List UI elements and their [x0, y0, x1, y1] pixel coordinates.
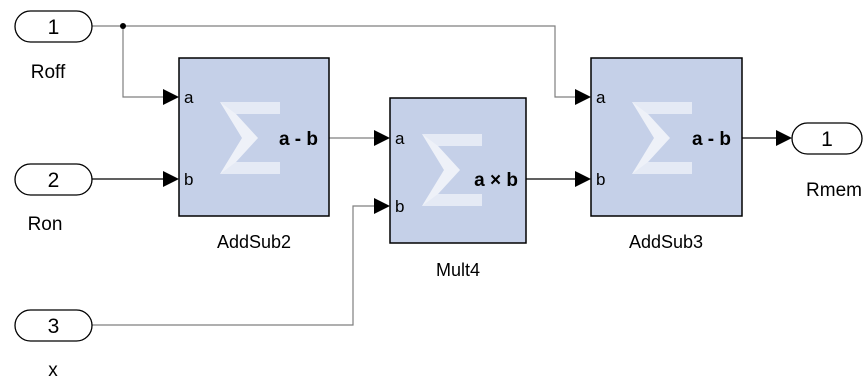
block-addsub2-operation: a - b: [279, 129, 318, 150]
block-mult4[interactable]: a b a × b Mult4: [389, 97, 527, 280]
block-mult4-operation: a × b: [474, 170, 518, 191]
block-addsub3-name: AddSub3: [629, 232, 703, 252]
block-addsub2[interactable]: a b a - b AddSub2: [178, 57, 330, 252]
inport-x[interactable]: 3 x: [14, 309, 93, 381]
arrow-mult4-a: [374, 130, 390, 146]
outport-rmem-number: 1: [821, 128, 833, 151]
inport-roff-number: 1: [48, 16, 60, 39]
block-mult4-input-b: b: [395, 197, 404, 216]
wires: [92, 25, 776, 326]
block-addsub2-name: AddSub2: [217, 232, 291, 252]
inport-roff[interactable]: 1 Roff: [14, 10, 93, 83]
inport-roff-shape: [14, 10, 93, 43]
arrow-addsub2-b: [163, 171, 179, 187]
block-addsub3-input-b: b: [596, 170, 605, 189]
wire-roff-to-addsub2-a: [92, 25, 163, 98]
arrow-rmem: [776, 130, 792, 146]
block-addsub3-input-a: a: [596, 88, 606, 107]
inport-x-number: 3: [48, 315, 60, 338]
block-addsub3-operation: a - b: [692, 129, 731, 150]
block-mult4-input-a: a: [395, 129, 405, 148]
outport-rmem-name: Rmem: [806, 180, 862, 201]
arrow-addsub2-a: [163, 89, 179, 105]
arrow-addsub3-a: [575, 89, 591, 105]
inport-x-shape: [14, 309, 93, 342]
inport-roff-name: Roff: [31, 62, 66, 83]
outport-rmem-shape: [791, 122, 863, 155]
block-mult4-name: Mult4: [436, 260, 480, 280]
arrow-addsub3-b: [575, 171, 591, 187]
arrow-mult4-b: [374, 198, 390, 214]
inport-ron-number: 2: [48, 169, 60, 192]
inport-ron-name: Ron: [28, 214, 63, 235]
inport-ron-shape: [14, 163, 93, 196]
outport-rmem[interactable]: 1 Rmem: [791, 122, 863, 201]
inport-x-name: x: [48, 360, 58, 381]
block-addsub2-input-a: a: [184, 88, 194, 107]
arrowheads: [163, 89, 792, 214]
inport-ron[interactable]: 2 Ron: [14, 163, 93, 235]
wire-roff-to-addsub3-a: [123, 25, 575, 98]
wire-x-to-mult4-b: [92, 205, 377, 326]
block-addsub3[interactable]: a b a - b AddSub3: [590, 57, 743, 252]
block-addsub2-input-b: b: [184, 170, 193, 189]
wire-junction: [120, 23, 126, 29]
